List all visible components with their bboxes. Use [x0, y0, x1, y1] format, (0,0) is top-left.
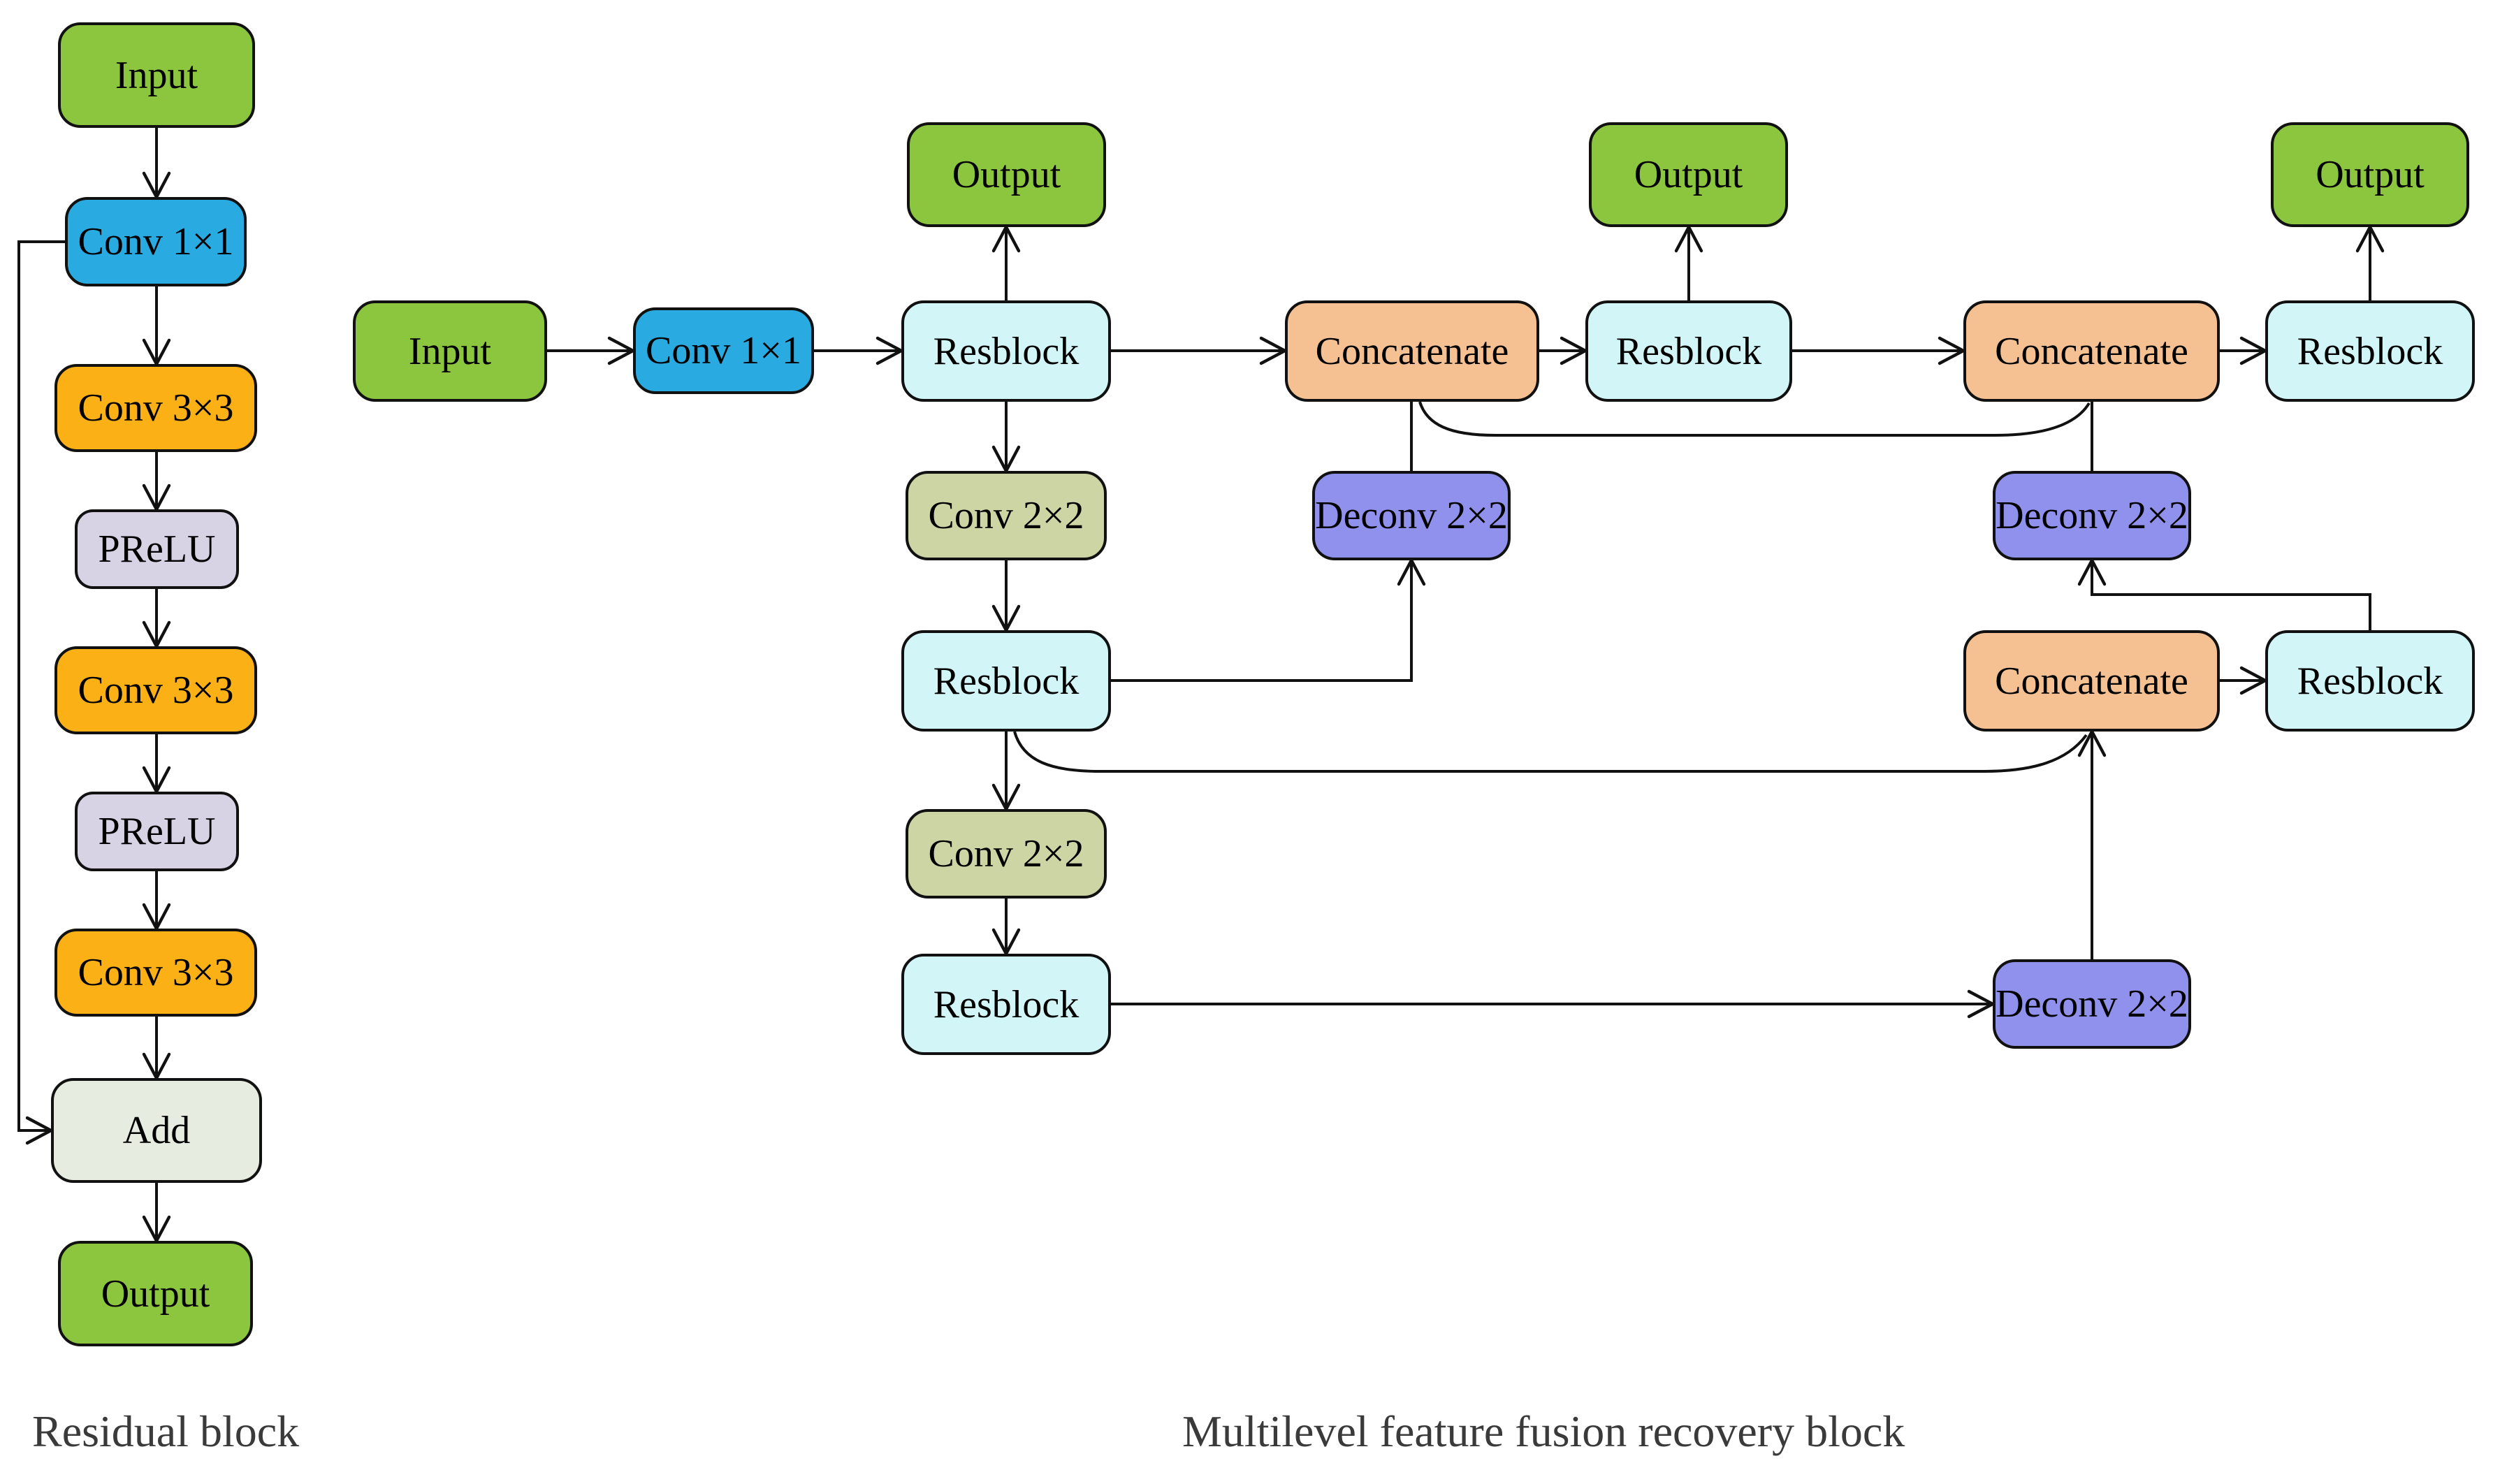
node-rb-prelu-2: PReLU: [75, 792, 239, 871]
node-mf-concatenate-2: Concatenate: [1963, 300, 2220, 402]
node-mf-resblock-5: Resblock: [2265, 630, 2475, 732]
node-rb-prelu-1: PReLU: [75, 509, 239, 589]
connector-mf-resblock2-deconv-a: [1111, 557, 1426, 682]
node-mf-conv2x2-b: Conv 2×2: [906, 809, 1107, 899]
node-mf-conv1x1: Conv 1×1: [633, 307, 814, 394]
connector-mf-skip-resblock2-concat3: [1013, 731, 2088, 773]
connector-mf-resblock5-deconv-b: [2077, 557, 2371, 630]
node-mf-deconv2x2-a: Deconv 2×2: [1312, 471, 1511, 560]
node-mf-output-1: Output: [907, 122, 1106, 227]
node-rb-conv3x3-2: Conv 3×3: [54, 646, 257, 734]
node-rb-output: Output: [58, 1241, 253, 1346]
node-mf-deconv2x2-c: Deconv 2×2: [1993, 959, 2191, 1049]
node-mf-resblock-3: Resblock: [1585, 300, 1792, 402]
caption-residual-block: Residual block: [32, 1406, 300, 1456]
node-mf-concatenate-3: Concatenate: [1963, 630, 2220, 732]
node-rb-conv3x3-1: Conv 3×3: [54, 364, 257, 452]
node-rb-input: Input: [58, 22, 255, 128]
node-mf-deconv2x2-b: Deconv 2×2: [1993, 471, 2191, 560]
connector-rb-skip-add: [17, 240, 65, 1145]
node-mf-conv2x2-a: Conv 2×2: [906, 471, 1107, 560]
node-mf-input: Input: [353, 300, 547, 402]
node-mf-resblock-4: Resblock: [901, 954, 1111, 1055]
node-mf-output-3: Output: [2271, 122, 2469, 227]
connector-mf-skip-concat1-concat2: [1418, 401, 2091, 437]
node-rb-conv1x1: Conv 1×1: [65, 197, 247, 286]
node-mf-resblock-2: Resblock: [901, 630, 1111, 732]
node-mf-concatenate-1: Concatenate: [1285, 300, 1539, 402]
node-mf-resblock-6: Resblock: [2265, 300, 2475, 402]
node-mf-resblock-1: Resblock: [901, 300, 1111, 402]
node-rb-add: Add: [51, 1078, 262, 1183]
caption-fusion-block: Multilevel feature fusion recovery block: [1182, 1406, 1905, 1456]
node-rb-conv3x3-3: Conv 3×3: [54, 929, 257, 1017]
node-mf-output-2: Output: [1589, 122, 1788, 227]
